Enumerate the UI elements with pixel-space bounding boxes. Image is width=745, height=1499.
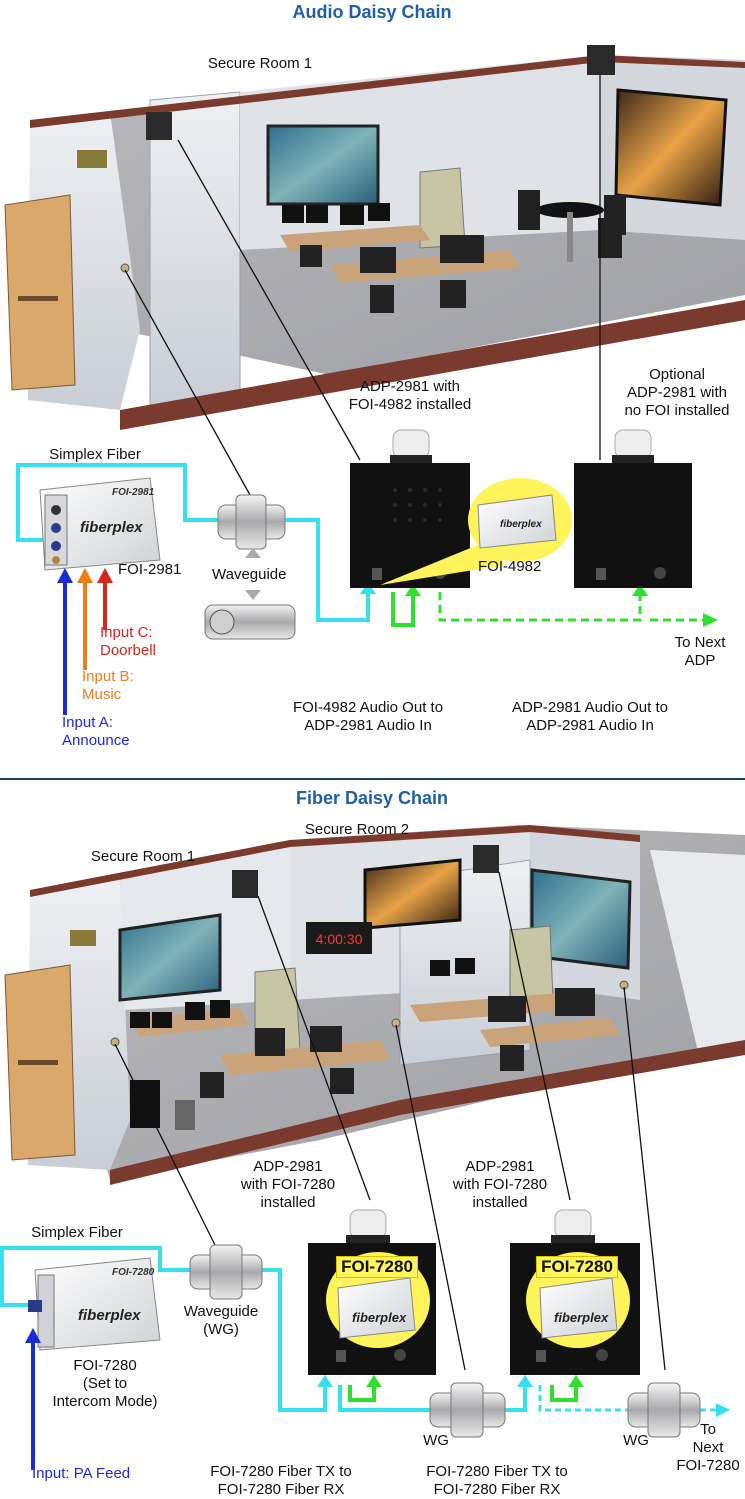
waveguide-top: [204, 494, 296, 640]
secure-room-2-label: Secure Room 2: [304, 821, 410, 838]
device-brand-label: fiberplex: [80, 519, 143, 536]
fiber-tx-2-line2: FOI-7280 Fiber RX: [433, 1481, 561, 1498]
input-pa-arrow: [25, 1328, 41, 1470]
input-b-line2: Music: [82, 686, 122, 703]
waveguide-bottom-wg1: [429, 1382, 506, 1438]
waveguide-label-top: Waveguide: [212, 566, 287, 583]
waveguide-bottom-main: [189, 1244, 263, 1300]
wg-label-b: WG: [623, 1432, 649, 1449]
waveguide-wg-line2: (WG): [203, 1321, 239, 1338]
adp-opt-line1: Optional: [649, 366, 705, 383]
to-next-foi-label: To Next FOI-7280: [672, 1421, 744, 1475]
to-next-adp-line2: ADP: [684, 652, 716, 669]
audio-chain-title: Audio Daisy Chain: [292, 2, 452, 22]
input-c-label: Input C: Doorbell: [100, 624, 156, 660]
adp-optional-label: Optional ADP-2981 with no FOI installed: [610, 366, 744, 420]
input-pa-label: Input: PA Feed: [32, 1465, 131, 1482]
input-a-line1: Input A:: [62, 714, 113, 731]
foi-4982-label: FOI-4982: [478, 558, 542, 575]
foi-7280-chip-a: FOI-7280: [336, 1256, 418, 1278]
fiber-tx-2-line1: FOI-7280 Fiber TX to: [426, 1463, 568, 1480]
fiber-chain-title: Fiber Daisy Chain: [295, 788, 449, 808]
adp-opt-line3: no FOI installed: [624, 402, 730, 419]
to-next-foi-line1: To: [700, 1421, 716, 1438]
waveguide-wg-line1: Waveguide: [183, 1303, 259, 1320]
adp-main-label: ADP-2981 with FOI-4982 installed: [340, 378, 480, 414]
adp-a-label: ADP-2981 with FOI-7280 installed: [228, 1158, 348, 1212]
adp-2981-bottom-a: fiberplex: [308, 1209, 436, 1375]
to-next-foi-line2: Next: [692, 1439, 724, 1456]
device-case-label-bottom: FOI-7280: [112, 1267, 155, 1278]
fiber-path-top: [16, 463, 370, 622]
simplex-fiber-label-bottom: Simplex Fiber: [31, 1224, 123, 1241]
audio-out-2-line1: ADP-2981 Audio Out to: [512, 699, 668, 716]
audio-out-1-line1: FOI-4982 Audio Out to: [292, 699, 444, 716]
fiber-tx-2-label: FOI-7280 Fiber TX to FOI-7280 Fiber RX: [402, 1463, 592, 1499]
adp-b-line1: ADP-2981: [465, 1158, 535, 1175]
waveguide-wg-label: Waveguide (WG): [176, 1303, 266, 1339]
adp-a-line1: ADP-2981: [253, 1158, 323, 1175]
simplex-fiber-label-top: Simplex Fiber: [49, 446, 141, 463]
input-b-line1: Input B:: [82, 668, 134, 685]
foi-2981-device: fiberplex FOI-2981: [39, 477, 161, 571]
foi-7280-label: FOI-7280 (Set to Intercom Mode): [40, 1357, 170, 1411]
waveguide-bottom-wg2: [627, 1382, 701, 1438]
input-c-line2: Doorbell: [100, 642, 156, 659]
fiber-path-bottom: [0, 1246, 527, 1412]
fiber-tx-1-line1: FOI-7280 Fiber TX to: [210, 1463, 352, 1480]
room-illustration-top: [4, 45, 745, 430]
audio-out-1-label: FOI-4982 Audio Out to ADP-2981 Audio In: [268, 699, 468, 735]
room-illustration-bottom: 4:00:30: [4, 825, 745, 1185]
foi-4982-brand: fiberplex: [500, 519, 542, 530]
foi-7280-line3: Intercom Mode): [52, 1393, 158, 1410]
device-brand-label-bottom: fiberplex: [78, 1307, 141, 1324]
adp-a-line2: with FOI-7280: [240, 1176, 336, 1193]
to-next-adp-line1: To Next: [674, 634, 726, 651]
foi-7280-line1: FOI-7280: [73, 1357, 137, 1374]
foi-7280-device: fiberplex FOI-7280: [28, 1257, 161, 1351]
foi-7280-line2: (Set to: [82, 1375, 128, 1392]
device-case-label: FOI-2981: [112, 487, 155, 498]
audio-out-1-line2: ADP-2981 Audio In: [304, 717, 432, 734]
fiber-tx-1-label: FOI-7280 Fiber TX to FOI-7280 Fiber RX: [186, 1463, 376, 1499]
audio-out-2-line2: ADP-2981 Audio In: [526, 717, 654, 734]
secure-room-1-label-top: Secure Room 1: [207, 55, 313, 72]
adp-main-line1: ADP-2981 with: [359, 378, 461, 395]
input-a-label: Input A: Announce: [62, 714, 130, 750]
foi-2981-label: FOI-2981: [118, 561, 182, 578]
audio-path-top: [391, 592, 415, 627]
adp-a-line3: installed: [260, 1194, 316, 1211]
fiber-tx-1-line2: FOI-7280 Fiber RX: [217, 1481, 345, 1498]
foi-7280-chip-b: FOI-7280: [536, 1256, 618, 1278]
input-arrows: [57, 568, 113, 715]
to-next-adp-label: To Next ADP: [660, 634, 740, 670]
adp-2981-bottom-b: fiberplex: [510, 1209, 640, 1375]
to-next-foi-line3: FOI-7280: [676, 1457, 740, 1474]
adp-a-brand: fiberplex: [352, 1310, 407, 1325]
secure-room-1-label-bottom: Secure Room 1: [90, 848, 196, 865]
adp-main-line2: FOI-4982 installed: [348, 396, 472, 413]
adp-b-label: ADP-2981 with FOI-7280 installed: [440, 1158, 560, 1212]
adp-opt-line2: ADP-2981 with: [626, 384, 728, 401]
input-a-line2: Announce: [62, 732, 130, 749]
adp-b-line2: with FOI-7280: [452, 1176, 548, 1193]
adp-b-brand: fiberplex: [554, 1310, 609, 1325]
input-c-line1: Input C:: [100, 624, 153, 641]
wall-clock-text: 4:00:30: [316, 931, 363, 947]
audio-out-2-label: ADP-2981 Audio Out to ADP-2981 Audio In: [490, 699, 690, 735]
wg-label-a: WG: [423, 1432, 449, 1449]
input-b-label: Input B: Music: [82, 668, 134, 704]
foi-4982-highlight: fiberplex: [380, 478, 572, 585]
adp-2981-optional-top: [574, 429, 692, 588]
adp-b-line3: installed: [472, 1194, 528, 1211]
